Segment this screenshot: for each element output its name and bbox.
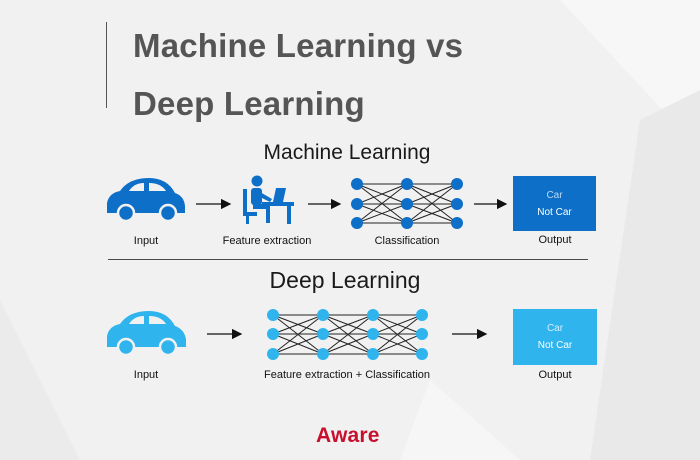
dl-network-edge: [322, 333, 374, 355]
ml-network-edge: [406, 183, 458, 205]
machine-learning-title: Machine Learning: [263, 141, 431, 164]
dl-step-input-label: Input: [133, 369, 159, 381]
dl-output-not-car: Not Car: [537, 340, 573, 351]
dl-network-node: [267, 328, 279, 340]
dl-network-edge: [372, 314, 423, 355]
ml-network-node: [351, 217, 363, 229]
ml-output-not-car: Not Car: [537, 206, 572, 218]
deep-learning-title: Deep Learning: [269, 267, 421, 293]
ml-output-box: Car Not Car: [513, 176, 596, 231]
ml-step-output-label: Output: [538, 234, 572, 246]
dl-output-box: Car Not Car: [513, 309, 597, 365]
dl-step-output-label: Output: [538, 369, 572, 381]
ml-input-car-icon: [107, 178, 185, 223]
dl-network-edge: [322, 314, 374, 355]
ml-step-classification-label: Classification: [374, 235, 440, 247]
dl-network-node: [416, 309, 428, 321]
ml-network-node: [451, 198, 463, 210]
ml-network-node: [351, 198, 363, 210]
title-accent-line: [106, 22, 107, 108]
page-title-line-2: Deep Learning: [133, 85, 365, 122]
dl-network-edge: [272, 314, 324, 355]
ml-feature-extraction-person-icon: [243, 175, 294, 224]
section-divider: [108, 259, 588, 260]
ml-network-node: [451, 178, 463, 190]
aware-logo: Aware: [316, 424, 380, 447]
dl-network-edge: [322, 314, 374, 335]
ml-classification-network-icon: [351, 178, 463, 229]
dl-network-node: [267, 348, 279, 360]
ml-network-node: [401, 198, 413, 210]
dl-network-node: [367, 348, 379, 360]
dl-network-node: [367, 309, 379, 321]
dl-network-node: [416, 328, 428, 340]
ml-network-edge: [356, 203, 408, 224]
dl-output-car: Car: [546, 323, 564, 334]
ml-network-edge: [406, 183, 458, 224]
ml-network-node: [401, 178, 413, 190]
dl-network-edge: [272, 333, 324, 355]
dl-network-edge: [372, 314, 423, 335]
ml-output-car: Car: [546, 189, 563, 201]
ml-network-node: [401, 217, 413, 229]
ml-network-node: [351, 178, 363, 190]
ml-step-feature-extraction-label: Feature extraction: [222, 235, 312, 247]
ml-network-node: [451, 217, 463, 229]
dl-network-node: [416, 348, 428, 360]
dl-network-edge: [372, 333, 423, 355]
dl-step-feature-classification-label: Feature extraction + Classification: [264, 369, 430, 381]
ml-step-input-label: Input: [133, 235, 159, 247]
dl-network-node: [317, 309, 329, 321]
dl-network-edge: [272, 314, 324, 335]
dl-network-node: [317, 348, 329, 360]
dl-input-car-icon: [107, 311, 186, 357]
dl-network-icon: [267, 309, 428, 360]
ml-network-edge: [356, 183, 408, 205]
ml-network-edge: [406, 203, 458, 224]
dl-network-node: [267, 309, 279, 321]
ml-network-edge: [356, 183, 408, 224]
dl-network-node: [367, 328, 379, 340]
dl-network-node: [317, 328, 329, 340]
page-title-line-1: Machine Learning vs: [133, 27, 464, 64]
